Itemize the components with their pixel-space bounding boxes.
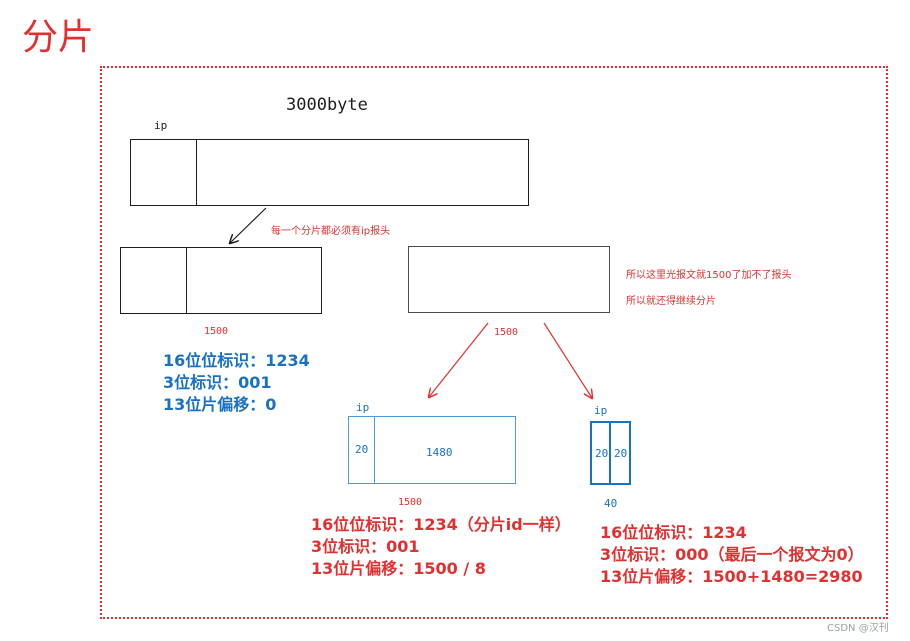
subfragment-1-payload-size: 1480: [426, 446, 453, 459]
top-packet-ip-header: [131, 140, 197, 205]
subfragment-2-payload-size: 20: [614, 447, 628, 460]
subfragment-1-id: 16位位标识：1234（分片id一样）: [311, 515, 571, 534]
fragment-1-ip-header: [121, 248, 187, 313]
subfragment-1: 20 1480: [348, 416, 516, 484]
fragment-1-flags: 3位标识：001: [163, 373, 272, 392]
subfragment-2-ip-label: ip: [594, 404, 608, 417]
subfragment-1-size: 1500: [398, 497, 423, 508]
subfragment-2-offset: 13位片偏移：1500+1480=2980: [600, 567, 863, 586]
fragment-1-offset: 13位片偏移：0: [163, 395, 277, 414]
subfragment-1-header-size: 20: [355, 443, 369, 456]
fragment-1-id: 16位位标识：1234: [163, 351, 310, 370]
arrow-to-fragment-1: [230, 207, 267, 243]
subfragment-2-id: 16位位标识：1234: [600, 523, 747, 542]
subfragment-2-ip-header: [592, 423, 611, 483]
top-packet: [130, 139, 529, 206]
subfragment-2-flags: 3位标识：000（最后一个报文为0）: [600, 545, 864, 564]
fragment-1-info: 16位位标识：1234 3位标识：001 13位片偏移：0: [163, 350, 310, 416]
subfragment-2-info: 16位位标识：1234 3位标识：000（最后一个报文为0） 13位片偏移：15…: [600, 522, 864, 588]
top-ip-label: ip: [154, 119, 168, 132]
fragment-2-size: 1500: [494, 327, 519, 338]
arrow-to-subfragment-1: [429, 322, 489, 397]
note-right-1: 所以这里光报文就1500了加不了报头: [626, 270, 792, 281]
fragment-1: [120, 247, 322, 314]
top-size-label: 3000byte: [286, 95, 368, 115]
subfragment-2: 20 20: [590, 421, 631, 485]
fragment-1-size: 1500: [204, 326, 229, 337]
subfragment-1-ip-label: ip: [356, 401, 370, 414]
note-every-fragment: 每一个分片都必须有ip报头: [271, 226, 391, 237]
subfragment-1-ip-header: [349, 417, 375, 483]
subfragment-2-size: 40: [604, 497, 618, 510]
note-right-2: 所以就还得继续分片: [626, 296, 716, 307]
subfragment-1-info: 16位位标识：1234（分片id一样） 3位标识：001 13位片偏移：1500…: [311, 514, 571, 580]
subfragment-1-offset: 13位片偏移：1500 / 8: [311, 559, 486, 578]
subfragment-1-flags: 3位标识：001: [311, 537, 420, 556]
page-title: 分片: [22, 17, 95, 58]
arrow-to-subfragment-2: [543, 322, 592, 398]
watermark: CSDN @汉刊: [827, 623, 889, 634]
subfragment-2-header-size: 20: [595, 447, 609, 460]
fragment-2: [408, 246, 610, 313]
diagram-frame: [100, 66, 888, 619]
